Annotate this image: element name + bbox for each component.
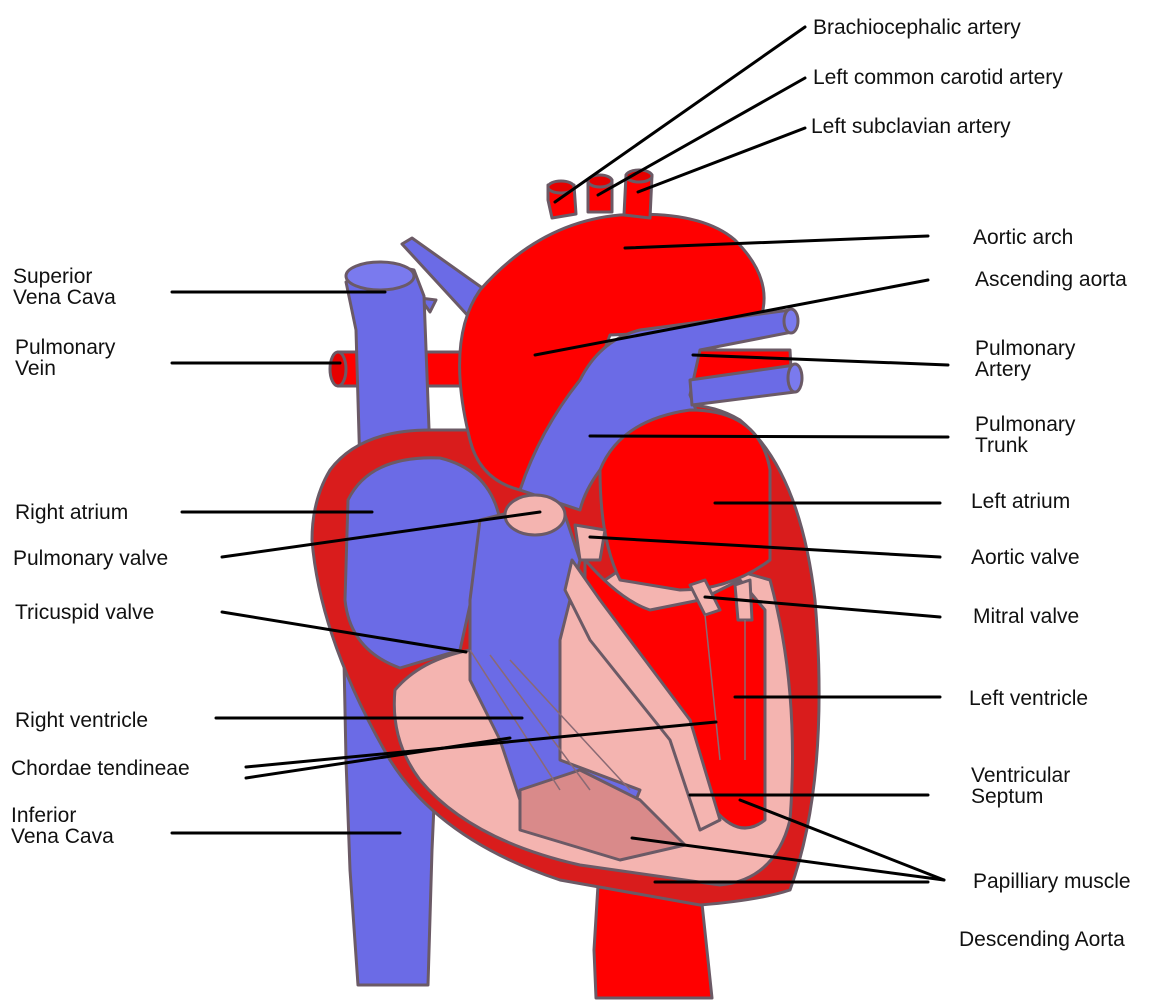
label-papilliary-muscle: Papilliary muscle <box>973 870 1131 893</box>
label-mitral-valve: Mitral valve <box>973 605 1079 628</box>
label-left-atrium: Left atrium <box>971 490 1070 513</box>
label-tricuspid-valve: Tricuspid valve <box>15 601 154 624</box>
label-left-common-carotid-artery: Left common carotid artery <box>813 66 1063 89</box>
aortic-valve-shape <box>575 525 605 560</box>
label-chordae-tendineae: Chordae tendineae <box>11 757 190 780</box>
heart-illustration <box>312 170 819 998</box>
label-right-atrium: Right atrium <box>15 501 128 524</box>
label-aortic-arch: Aortic arch <box>973 226 1073 249</box>
label-ventricular-septum: Ventricular Septum <box>971 764 1076 808</box>
label-pulmonary-valve: Pulmonary valve <box>13 547 168 570</box>
label-pulmonary-trunk: Pulmonary Trunk <box>975 413 1081 457</box>
label-brachiocephalic-artery: Brachiocephalic artery <box>813 16 1021 39</box>
label-inferior-vena-cava: Inferior Vena Cava <box>11 804 114 848</box>
label-left-subclavian-artery: Left subclavian artery <box>811 115 1011 138</box>
label-pulmonary-artery: Pulmonary Artery <box>975 337 1081 381</box>
label-left-ventricle: Left ventricle <box>969 687 1088 710</box>
label-aortic-valve: Aortic valve <box>971 546 1080 569</box>
label-right-ventricle: Right ventricle <box>15 709 148 732</box>
label-ascending-aorta: Ascending aorta <box>975 268 1127 291</box>
label-superior-vena-cava: Superior Vena Cava <box>13 265 116 309</box>
label-descending-aorta: Descending Aorta <box>959 928 1125 951</box>
label-pulmonary-vein: Pulmonary Vein <box>15 336 121 380</box>
